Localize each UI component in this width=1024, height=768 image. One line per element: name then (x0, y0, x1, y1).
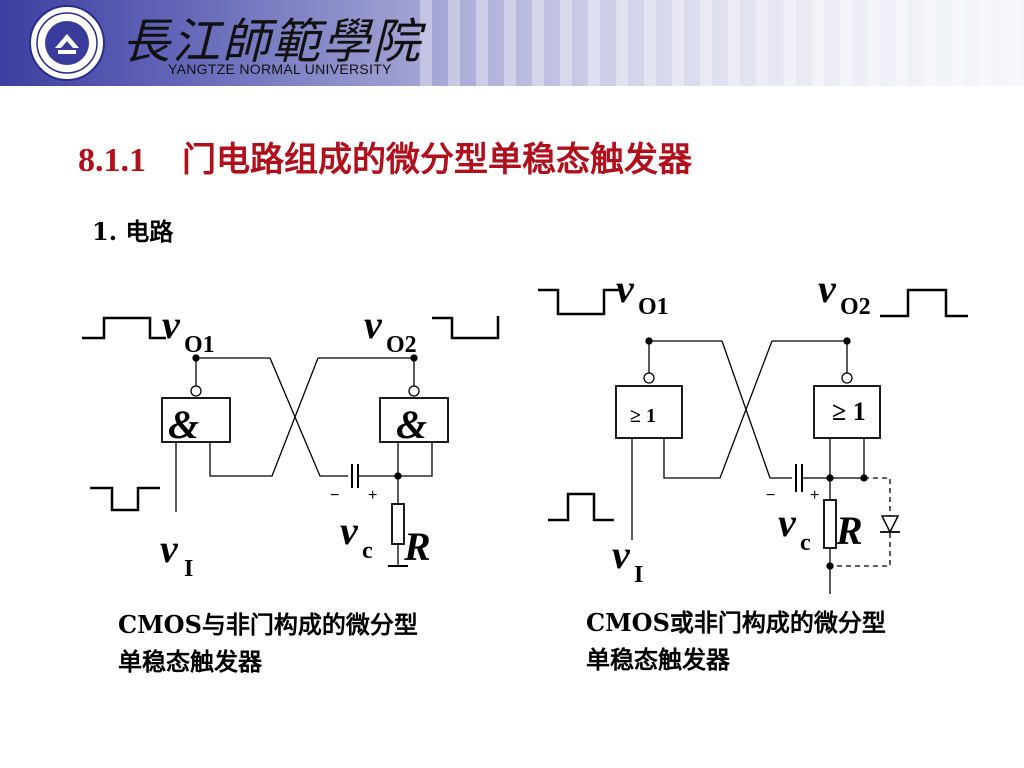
left-vc-label: v (340, 508, 359, 553)
header-stripes (420, 0, 1024, 86)
university-logo-icon (29, 5, 105, 81)
left-gate1-symbol: & (168, 402, 199, 447)
right-gate2 (813, 385, 881, 439)
university-name-cn: 長江師範學院 (122, 14, 423, 70)
right-labels: ≥ 1 ≥ 1 v O1 v O2 v I v c R − + (612, 266, 871, 588)
left-vc-sub: c (362, 538, 373, 564)
right-vi-label: v (612, 532, 631, 577)
left-vo1-waveform (82, 316, 166, 340)
left-caption-line1: CMOS与非门构成的微分型 (118, 610, 418, 639)
left-vi-sub: I (184, 556, 193, 582)
right-gate1-symbol: ≥ 1 (630, 405, 656, 427)
section-title: 8.1.1 门电路组成的微分型单稳态触发器 (78, 132, 692, 181)
left-gate2 (379, 397, 449, 443)
left-vo2-waveform (432, 316, 500, 340)
left-minus: − (330, 487, 339, 504)
right-caption: CMOS或非门构成的微分型 单稳态触发器 (586, 604, 886, 678)
right-gate2-bubble (841, 372, 853, 384)
right-vi-sub: I (634, 562, 643, 588)
right-minus: − (766, 487, 775, 504)
left-vo1-sub: O1 (184, 332, 215, 358)
left-r-label: R (403, 524, 431, 569)
right-vc-label: v (778, 500, 797, 545)
left-vo2-sub: O2 (386, 332, 417, 358)
right-vc-sub: c (800, 530, 811, 556)
left-plus: + (368, 487, 377, 504)
left-caption-line2: 单稳态触发器 (118, 647, 262, 676)
left-circuit (82, 316, 500, 567)
right-vo1-waveform (538, 288, 620, 316)
left-vi-label: v (160, 526, 179, 571)
left-vo1-label: v (162, 302, 181, 347)
right-vo2-waveform (880, 288, 968, 318)
right-vo1-sub: O1 (638, 294, 669, 320)
right-circuit (538, 288, 968, 594)
left-gate2-bubble (408, 385, 420, 397)
right-vo2-sub: O2 (840, 294, 871, 320)
right-caption-line2: 单稳态触发器 (586, 645, 730, 674)
right-caption-line1: CMOS或非门构成的微分型 (586, 608, 886, 637)
right-gate1 (615, 385, 683, 439)
header-banner: 長江師範學院 YANGTZE NORMAL UNIVERSITY (0, 0, 1024, 86)
right-vi-waveform (548, 492, 614, 522)
left-gate1 (161, 397, 231, 443)
right-r-label: R (835, 508, 863, 553)
right-vo2-label: v (818, 266, 837, 311)
right-gate1-bubble (643, 372, 655, 384)
left-gate1-bubble (190, 385, 202, 397)
left-caption: CMOS与非门构成的微分型 单稳态触发器 (118, 606, 418, 680)
left-labels: & & v O1 v O2 v I v c R − + (160, 302, 431, 582)
section-title-text: 门电路组成的微分型单稳态触发器 (182, 140, 692, 180)
right-plus: + (810, 487, 819, 504)
subheading: 1. 电路 (92, 217, 174, 246)
left-vo2-label: v (364, 302, 383, 347)
section-number: 8.1.1 (78, 142, 146, 179)
right-gate2-symbol: ≥ 1 (832, 397, 866, 426)
university-name-en: YANGTZE NORMAL UNIVERSITY (168, 61, 392, 77)
left-vi-waveform (90, 486, 160, 512)
left-gate2-symbol: & (396, 402, 427, 447)
right-vo1-label: v (616, 266, 635, 311)
